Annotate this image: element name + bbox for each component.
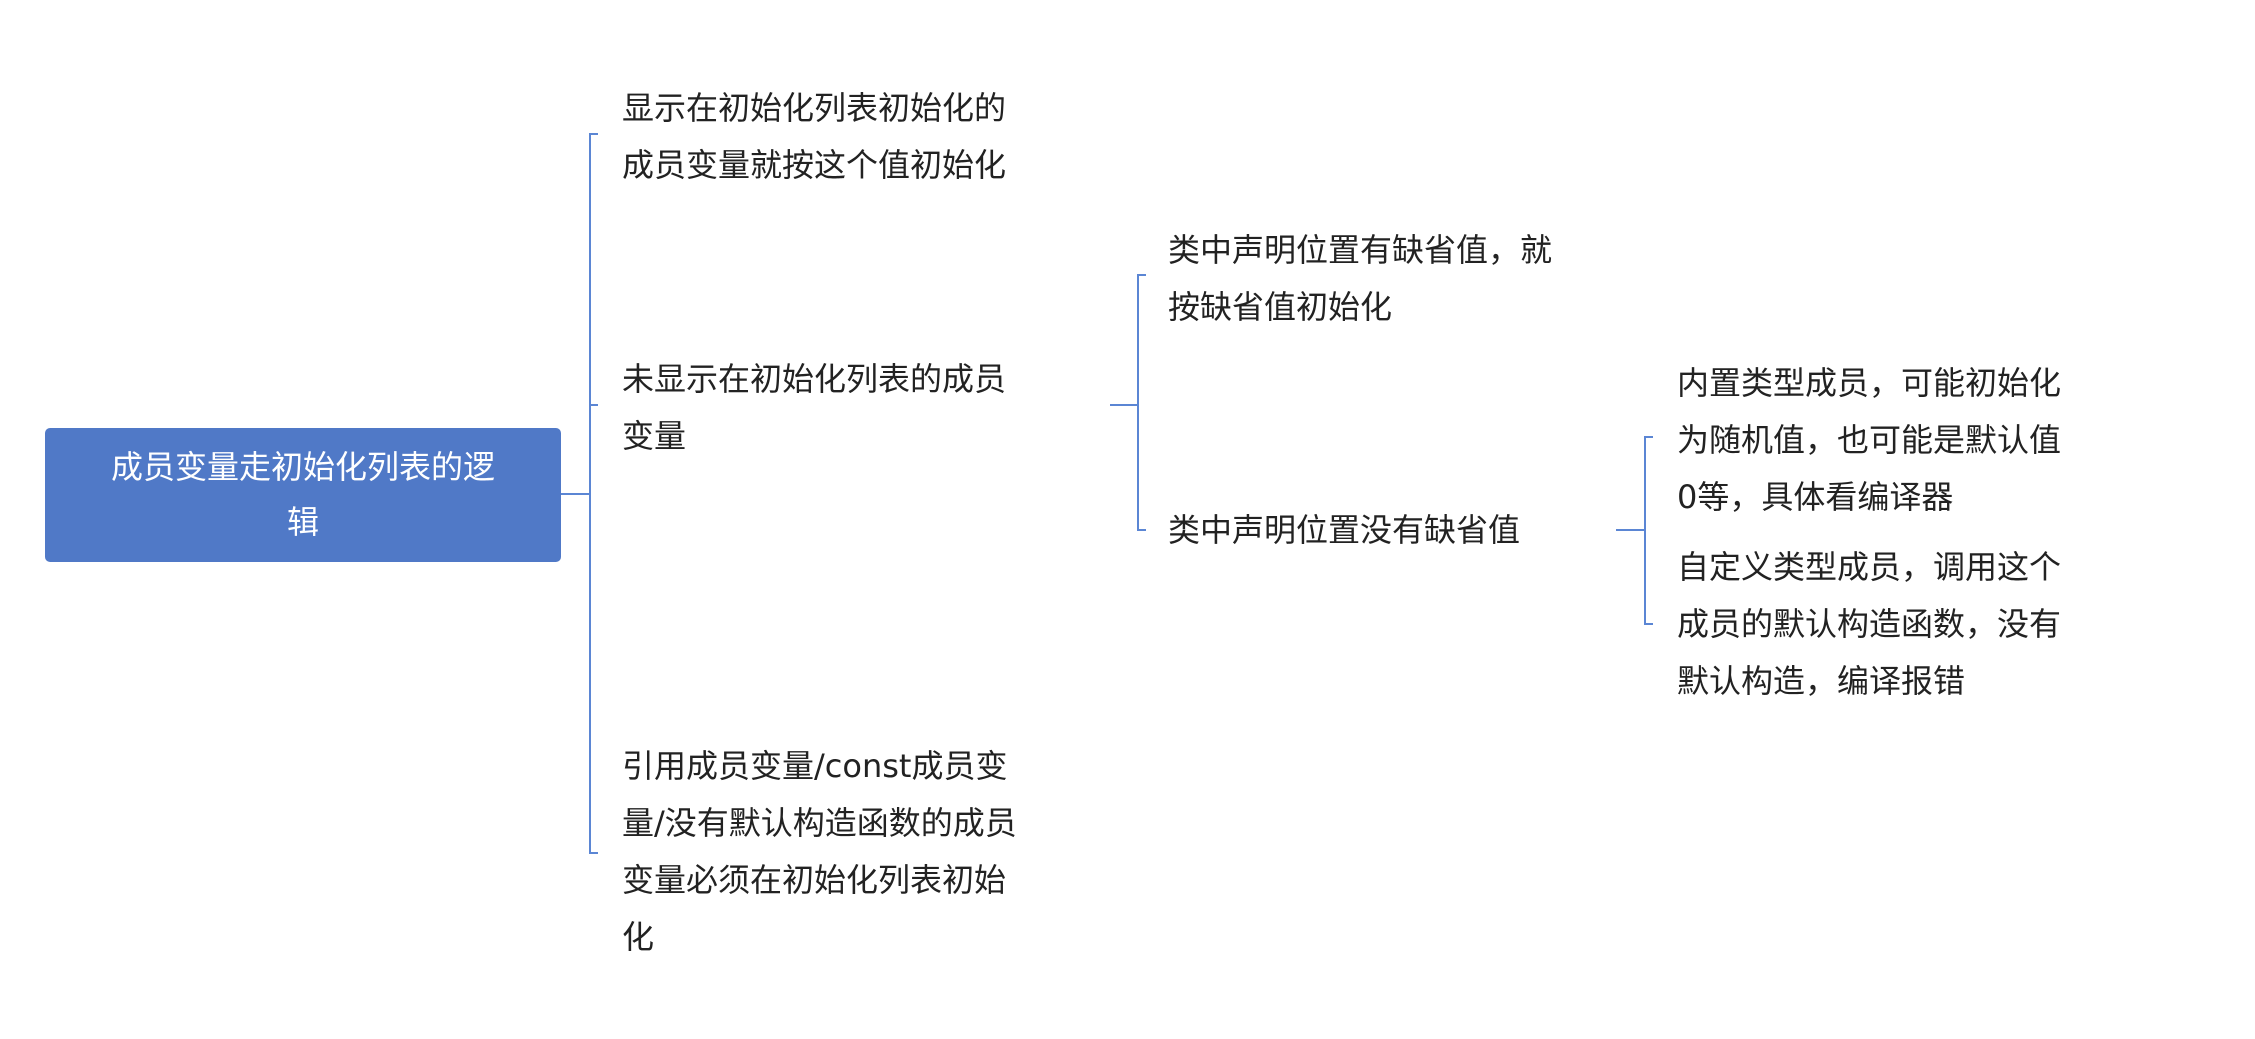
node-not-in-init-list[interactable]: 未显示在初始化列表的成员 变量 [622, 351, 1006, 465]
level2-bracket [1137, 274, 1146, 531]
node-line: 内置类型成员，可能初始化 [1677, 364, 2062, 402]
node-explicit-init[interactable]: 显示在初始化列表初始化的 成员变量就按这个值初始化 [622, 80, 1006, 194]
node-line: 成员的默认构造函数，没有 [1677, 605, 2062, 643]
node-line: 化 [622, 918, 655, 956]
node-builtin-type[interactable]: 内置类型成员，可能初始化 为随机值，也可能是默认值 0等，具体看编译器 [1677, 355, 2061, 526]
node-line: 为随机值，也可能是默认值 [1677, 421, 2062, 459]
node-line: 类中声明位置没有缺省值 [1168, 511, 1521, 549]
node-line: 变量 [622, 417, 687, 455]
node-line: 类中声明位置有缺省值，就 [1168, 231, 1553, 269]
root-line: 辑 [286, 503, 319, 541]
node-line: 自定义类型成员，调用这个 [1677, 548, 2062, 586]
level1-bracket [589, 133, 598, 854]
node-line: 未显示在初始化列表的成员 [622, 360, 1007, 398]
node-no-default[interactable]: 类中声明位置没有缺省值 [1168, 502, 1520, 559]
node-line: 0等，具体看编译器 [1677, 478, 1954, 516]
level3-bracket [1644, 436, 1653, 625]
node-line: 按缺省值初始化 [1168, 288, 1393, 326]
node-line: 引用成员变量/const成员变 [622, 747, 1008, 785]
node-must-init[interactable]: 引用成员变量/const成员变 量/没有默认构造函数的成员 变量必须在初始化列表… [622, 738, 1017, 966]
node-has-default[interactable]: 类中声明位置有缺省值，就 按缺省值初始化 [1168, 222, 1552, 336]
root-line: 成员变量走初始化列表的逻 [110, 448, 495, 486]
node-line: 默认构造，编译报错 [1677, 662, 1966, 700]
node-line: 成员变量就按这个值初始化 [622, 146, 1007, 184]
node-line: 变量必须在初始化列表初始 [622, 861, 1007, 899]
node-line: 显示在初始化列表初始化的 [622, 89, 1007, 127]
node-custom-type[interactable]: 自定义类型成员，调用这个 成员的默认构造函数，没有 默认构造，编译报错 [1677, 539, 2061, 710]
node-line: 量/没有默认构造函数的成员 [622, 804, 1017, 842]
root-node[interactable]: 成员变量走初始化列表的逻 辑 [45, 428, 561, 562]
